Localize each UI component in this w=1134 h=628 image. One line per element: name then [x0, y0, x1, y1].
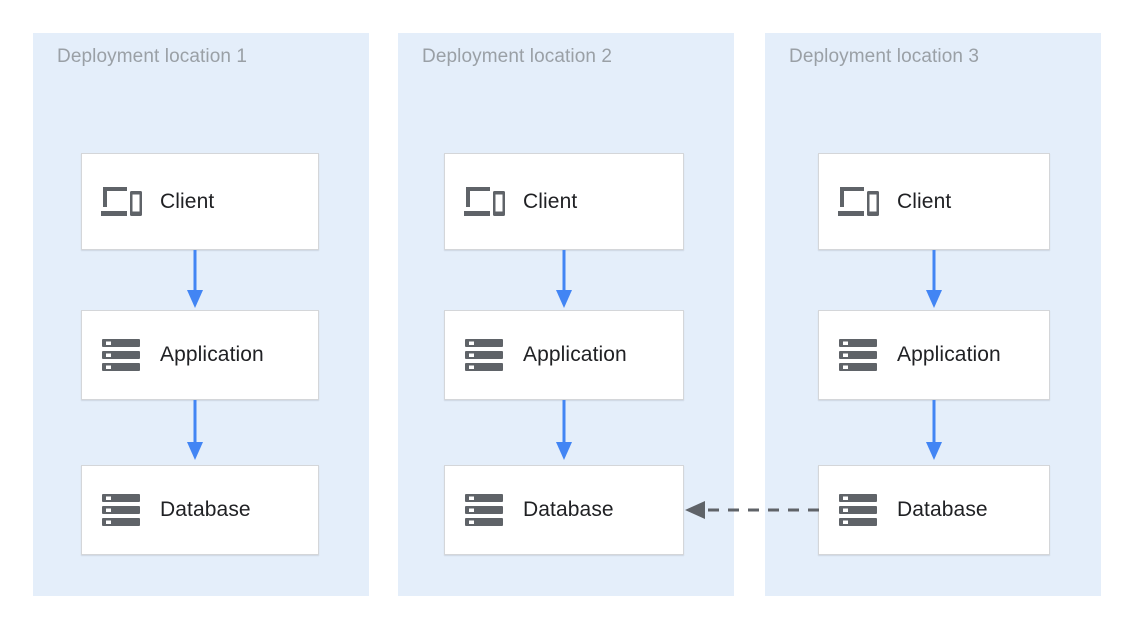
node-label: Client [523, 189, 578, 213]
devices-icon [819, 185, 897, 219]
panel-title-2: Deployment location 2 [422, 46, 613, 67]
server-icon [819, 337, 897, 373]
node-application-2[interactable]: Application [444, 310, 684, 400]
deployment-location-panel-1: Deployment location 1 Client [33, 33, 369, 596]
node-application-1[interactable]: Application [81, 310, 319, 400]
node-label: Application [523, 343, 627, 366]
server-icon [82, 337, 160, 373]
server-icon [82, 492, 160, 528]
node-database-1[interactable]: Database [81, 465, 319, 555]
arrow-client-to-application-3 [922, 250, 946, 310]
node-label: Application [160, 343, 264, 366]
server-icon [445, 337, 523, 373]
dashed-replication-arrow-db3-to-db2 [683, 500, 821, 520]
arrow-client-to-application-1 [183, 250, 207, 310]
node-label: Client [160, 189, 215, 213]
arrow-client-to-application-2 [552, 250, 576, 310]
node-label: Database [897, 498, 988, 521]
node-database-3[interactable]: Database [818, 465, 1050, 555]
panel-title-1: Deployment location 1 [57, 46, 248, 67]
node-application-3[interactable]: Application [818, 310, 1050, 400]
node-database-2[interactable]: Database [444, 465, 684, 555]
deployment-location-panel-3: Deployment location 3 Client [765, 33, 1101, 596]
server-icon [445, 492, 523, 528]
node-client-3[interactable]: Client [818, 153, 1050, 250]
server-icon [819, 492, 897, 528]
arrow-application-to-database-2 [552, 400, 576, 462]
node-label: Database [160, 498, 251, 521]
node-label: Client [897, 189, 952, 213]
node-client-2[interactable]: Client [444, 153, 684, 250]
deployment-location-panel-2: Deployment location 2 Client [398, 33, 734, 596]
node-client-1[interactable]: Client [81, 153, 319, 250]
node-label: Database [523, 498, 614, 521]
node-label: Application [897, 343, 1001, 366]
arrow-application-to-database-1 [183, 400, 207, 462]
devices-icon [82, 185, 160, 219]
arrow-application-to-database-3 [922, 400, 946, 462]
panel-title-3: Deployment location 3 [789, 46, 980, 67]
devices-icon [445, 185, 523, 219]
